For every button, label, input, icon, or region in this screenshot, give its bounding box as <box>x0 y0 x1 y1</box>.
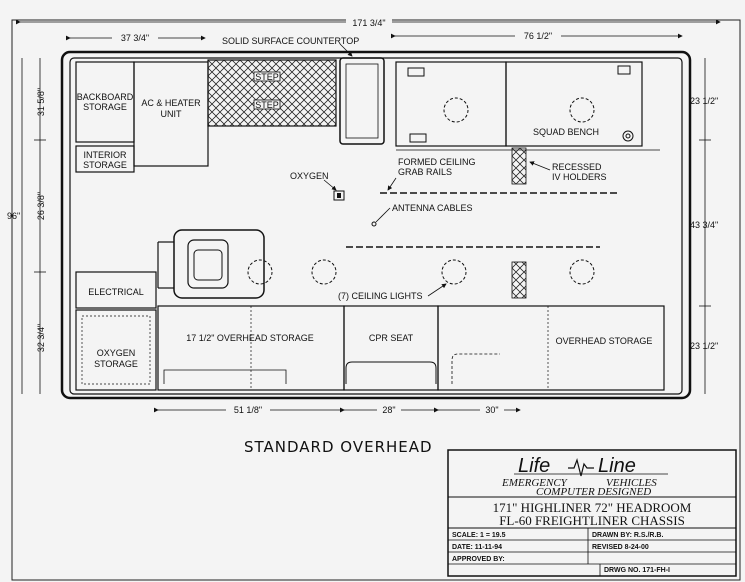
drawing-title: STANDARD OVERHEAD <box>244 438 433 456</box>
ceiling-lights-label: (7) CEILING LIGHTS <box>338 291 423 301</box>
countertop-label: SOLID SURFACE COUNTERTOP <box>222 36 359 46</box>
svg-text:ANTENNA CABLES: ANTENNA CABLES <box>392 203 473 213</box>
squad-bench-label: SQUAD BENCH <box>533 127 599 137</box>
squad-bench-right <box>505 61 643 147</box>
dim-overall-length: 171 3/4" <box>352 18 385 28</box>
svg-text:DATE: 11-11-94: DATE: 11-11-94 <box>452 544 502 551</box>
svg-text:GRAB RAILS: GRAB RAILS <box>398 167 452 177</box>
step-label-2: STEP <box>255 100 279 110</box>
body-outline <box>60 50 692 400</box>
dim-overhead-left: 51 1/8" <box>234 405 262 415</box>
svg-text:DRWG NO. 171-FH-I: DRWG NO. 171-FH-I <box>604 567 670 574</box>
svg-text:STORAGE: STORAGE <box>94 359 138 369</box>
dim-cpr-seat: 28" <box>382 405 395 415</box>
svg-text:ELECTRICAL: ELECTRICAL <box>88 287 144 297</box>
svg-text:INTERIOR: INTERIOR <box>83 150 127 160</box>
svg-text:17 1/2" OVERHEAD STORAGE: 17 1/2" OVERHEAD STORAGE <box>186 333 314 343</box>
svg-text:STORAGE: STORAGE <box>83 102 127 112</box>
svg-text:AC & HEATER: AC & HEATER <box>141 98 201 108</box>
model-line-1: 171" HIGHLINER 72" HEADROOM <box>493 500 692 515</box>
svg-text:CPR SEAT: CPR SEAT <box>369 333 414 343</box>
svg-text:BACKBOARD: BACKBOARD <box>77 92 134 102</box>
svg-text:COMPUTER DESIGNED: COMPUTER DESIGNED <box>536 486 651 498</box>
svg-text:EMERGENCY: EMERGENCY <box>501 477 569 489</box>
logo-line: Line <box>598 455 636 477</box>
dim-squad-bench-length: 76 1/2" <box>524 31 552 41</box>
attendant-seat <box>173 229 265 299</box>
cpr-seat <box>343 305 439 391</box>
dim-overall-width: 96" <box>7 211 20 221</box>
electrical-cabinet <box>75 271 157 309</box>
heartbeat-icon <box>568 457 594 477</box>
svg-text:DRAWN BY: R.S./R.B.: DRAWN BY: R.S./R.B. <box>592 532 663 539</box>
step-label-1: STEP <box>255 72 279 82</box>
logo-life: Life <box>518 455 550 477</box>
svg-text:VEHICLES: VEHICLES <box>606 477 657 489</box>
overhead-storage-right <box>437 305 665 391</box>
countertop-cabinet <box>339 57 385 145</box>
svg-text:OXYGEN: OXYGEN <box>97 348 136 358</box>
svg-text:UNIT: UNIT <box>161 109 182 119</box>
dim-right-middle: 43 3/4" <box>690 220 718 230</box>
svg-text:OXYGEN: OXYGEN <box>290 171 329 181</box>
title-block <box>447 449 737 577</box>
svg-text:SCALE: 1 = 19.5: SCALE: 1 = 19.5 <box>452 532 506 539</box>
dim-right-upper: 23 1/2" <box>690 96 718 106</box>
dim-right-lower: 23 1/2" <box>690 341 718 351</box>
svg-text:STORAGE: STORAGE <box>83 160 127 170</box>
squad-bench-left <box>395 61 507 147</box>
dim-left-lower: 32 3/4" <box>36 324 46 352</box>
svg-text:IV HOLDERS: IV HOLDERS <box>552 172 607 182</box>
oxygen-storage <box>75 309 157 391</box>
svg-text:APPROVED BY:: APPROVED BY: <box>452 556 505 563</box>
dim-front-section: 37 3/4" <box>121 33 149 43</box>
svg-text:OVERHEAD STORAGE: OVERHEAD STORAGE <box>556 336 653 346</box>
dim-left-middle: 26 3/8" <box>36 192 46 220</box>
dim-bottom-right: 30" <box>485 405 498 415</box>
svg-text:RECESSED: RECESSED <box>552 162 602 172</box>
dim-left-upper: 31 5/8" <box>36 88 46 116</box>
step-diamond-plate <box>207 59 337 127</box>
svg-text:FORMED CEILING: FORMED CEILING <box>398 157 476 167</box>
model-line-2: FL-60 FREIGHTLINER CHASSIS <box>499 513 685 528</box>
svg-text:REVISED 8-24-00: REVISED 8-24-00 <box>592 544 649 551</box>
